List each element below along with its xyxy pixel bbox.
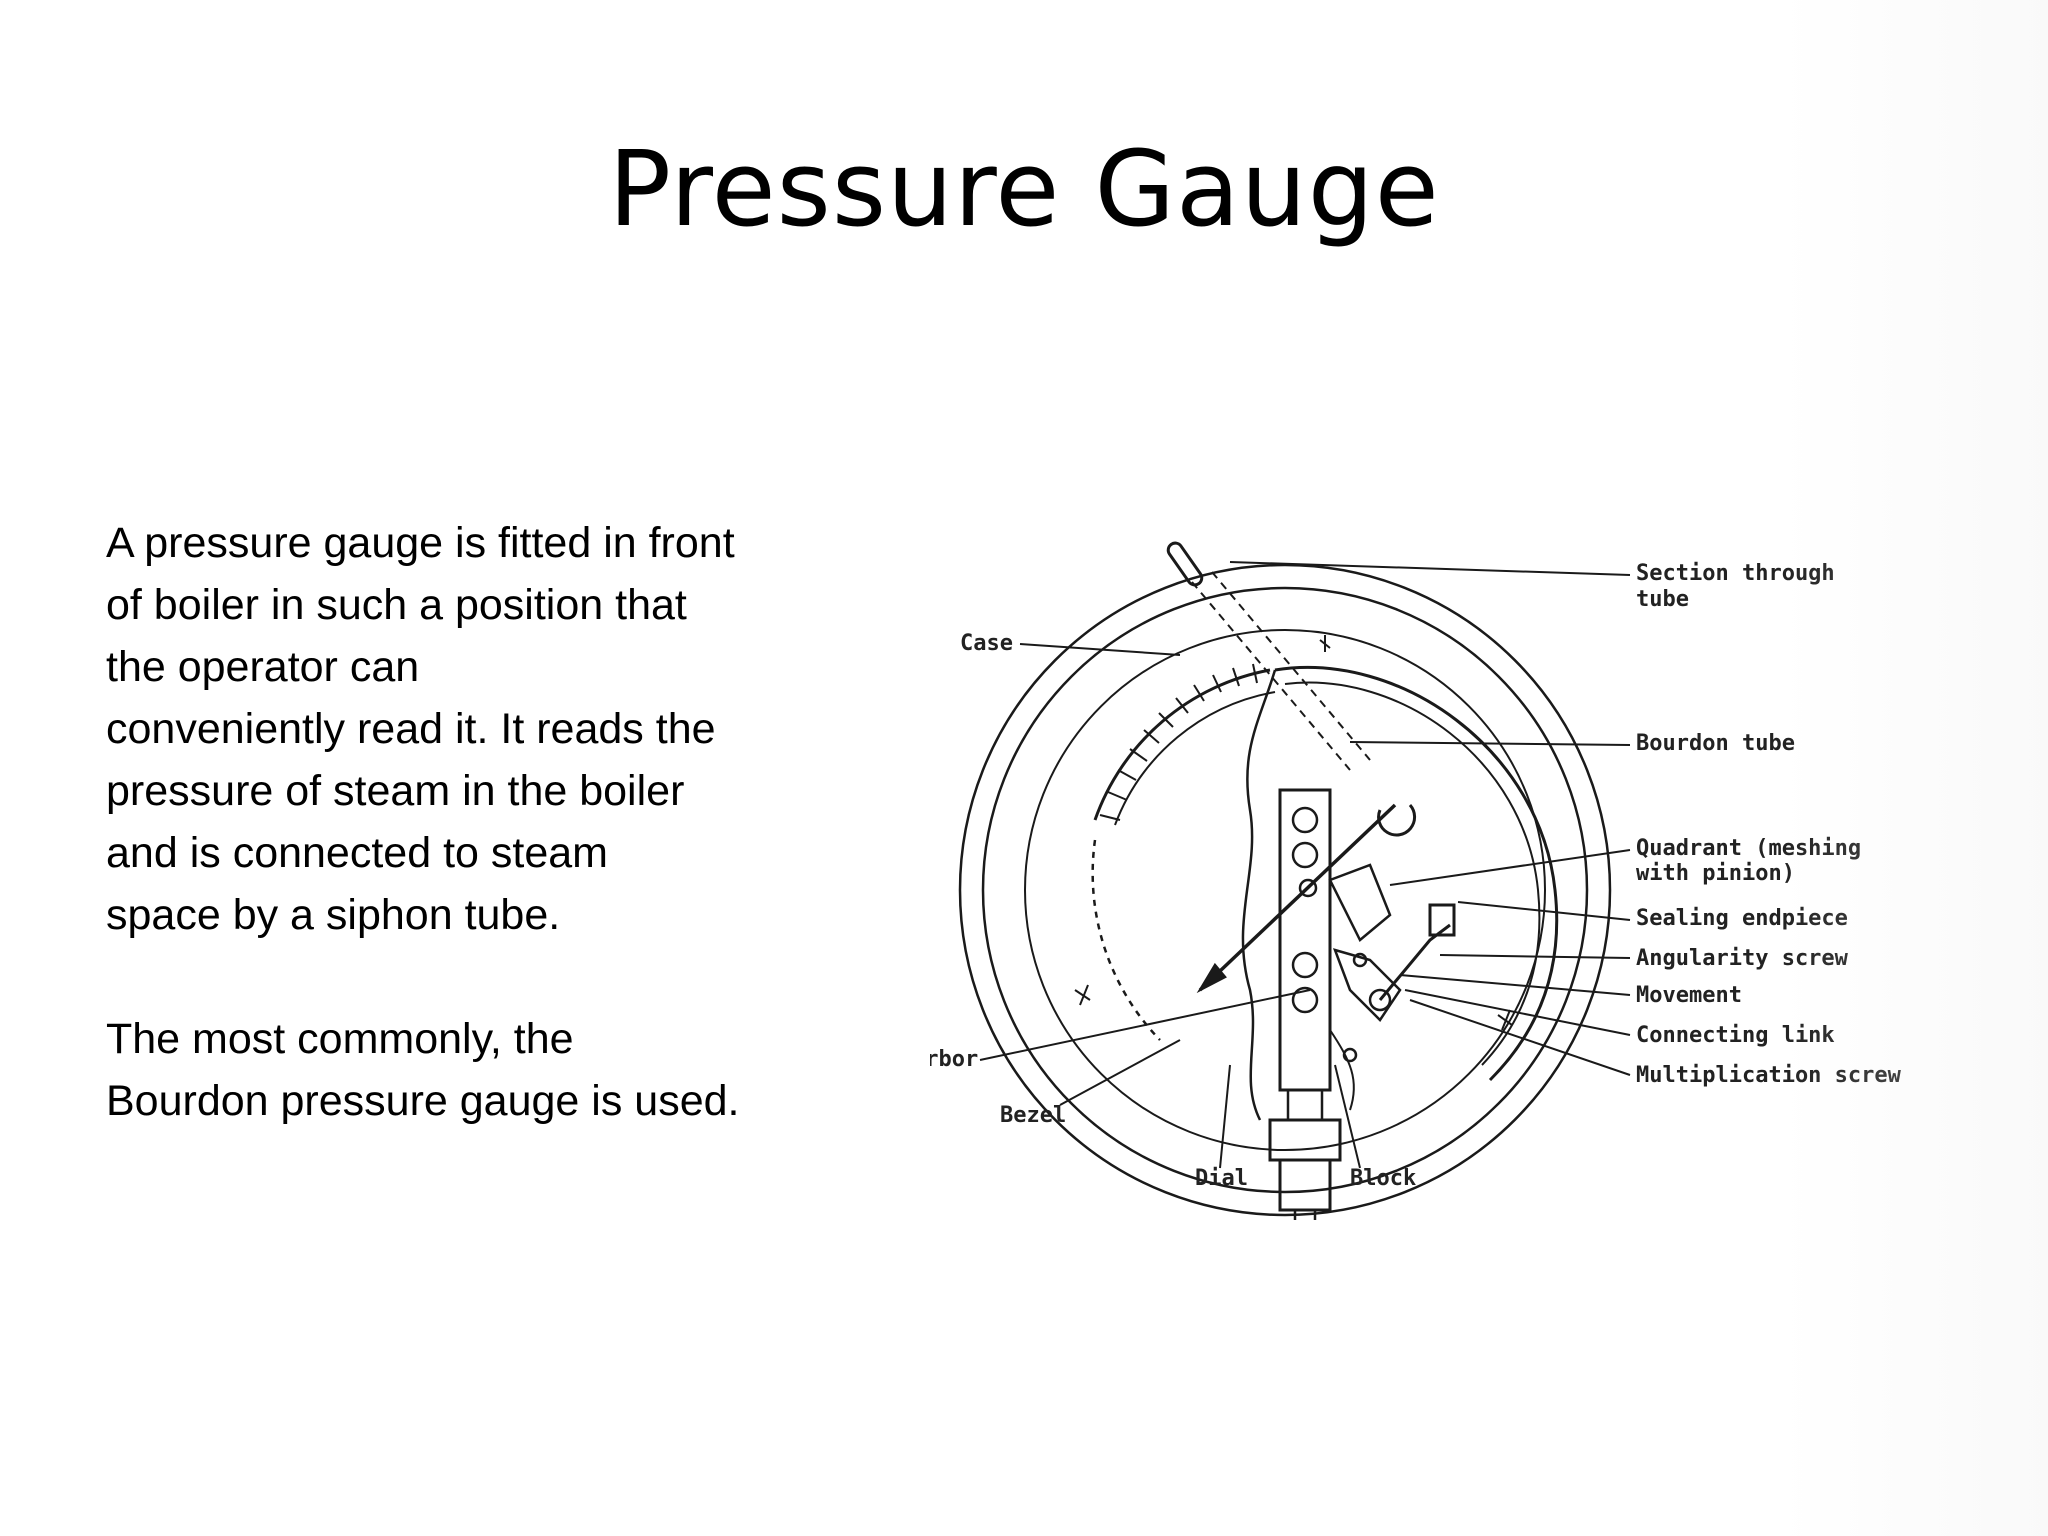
right-edge-shading bbox=[1780, 0, 2048, 1536]
gauge-block bbox=[1278, 788, 1332, 1092]
label-connecting-link: Connecting link bbox=[1636, 1023, 1835, 1048]
gauge-fitting bbox=[1268, 1118, 1342, 1162]
bourdon-tube bbox=[1274, 665, 1559, 1082]
dial-scale-band bbox=[1093, 668, 1271, 821]
paragraph-1-line-3: the operator can bbox=[106, 643, 420, 691]
paragraph-1-line-7: space by a siphon tube. bbox=[106, 891, 561, 939]
label-angularity-screw: Angularity screw bbox=[1636, 946, 1849, 971]
gauge-dial-outline bbox=[1024, 629, 1546, 1151]
label-section-line1: Section through bbox=[1636, 561, 1835, 586]
connecting-link bbox=[1378, 923, 1451, 1001]
gauge-pointer bbox=[1198, 803, 1397, 992]
paragraph-gap bbox=[106, 946, 826, 1008]
quadrant bbox=[1328, 863, 1392, 942]
dial-scale-ticks bbox=[1099, 663, 1258, 821]
gauge-bezel-outline bbox=[981, 586, 1589, 1194]
bourdon-gauge-diagram: Section through tube Case Bourdon tube Q… bbox=[930, 541, 1902, 1220]
label-bourdon-tube: Bourdon tube bbox=[1636, 731, 1795, 756]
body-text: A pressure gauge is fitted in front of b… bbox=[106, 512, 826, 1132]
gauge-case-outline bbox=[958, 563, 1612, 1217]
label-dial: Dial bbox=[1195, 1166, 1248, 1191]
label-bezel: Bezel bbox=[1000, 1103, 1066, 1128]
paragraph-2-line-1: The most commonly, the bbox=[106, 1015, 574, 1063]
paragraph-1-line-1: A pressure gauge is fitted in front bbox=[106, 519, 735, 567]
slide-title: Pressure Gauge bbox=[608, 128, 1440, 250]
dial-cutaway-edge bbox=[1241, 669, 1277, 1121]
tube-section bbox=[1166, 541, 1204, 587]
paragraph-1-line-4: conveniently read it. It reads the bbox=[106, 705, 716, 753]
paragraph-1-line-5: pressure of steam in the boiler bbox=[106, 767, 685, 815]
label-block: Block bbox=[1350, 1166, 1416, 1191]
paragraph-1-line-6: and is connected to steam bbox=[106, 829, 608, 877]
paragraph-1-line-2: of boiler in such a position that bbox=[106, 581, 687, 629]
label-quadrant-line1: Quadrant (meshing bbox=[1636, 836, 1861, 861]
label-case: Case bbox=[960, 631, 1013, 656]
paragraph-2-line-2: Bourdon pressure gauge is used. bbox=[106, 1077, 740, 1125]
label-arbor: Arbor bbox=[930, 1047, 978, 1072]
label-movement: Movement bbox=[1636, 983, 1742, 1008]
label-multiplication-screw: Multiplication screw bbox=[1636, 1063, 1902, 1088]
label-quadrant-line2: with pinion) bbox=[1636, 861, 1795, 886]
label-sealing-endpiece: Sealing endpiece bbox=[1636, 906, 1848, 931]
label-section-line2: tube bbox=[1636, 587, 1689, 612]
sealing-endpiece bbox=[1428, 903, 1456, 937]
